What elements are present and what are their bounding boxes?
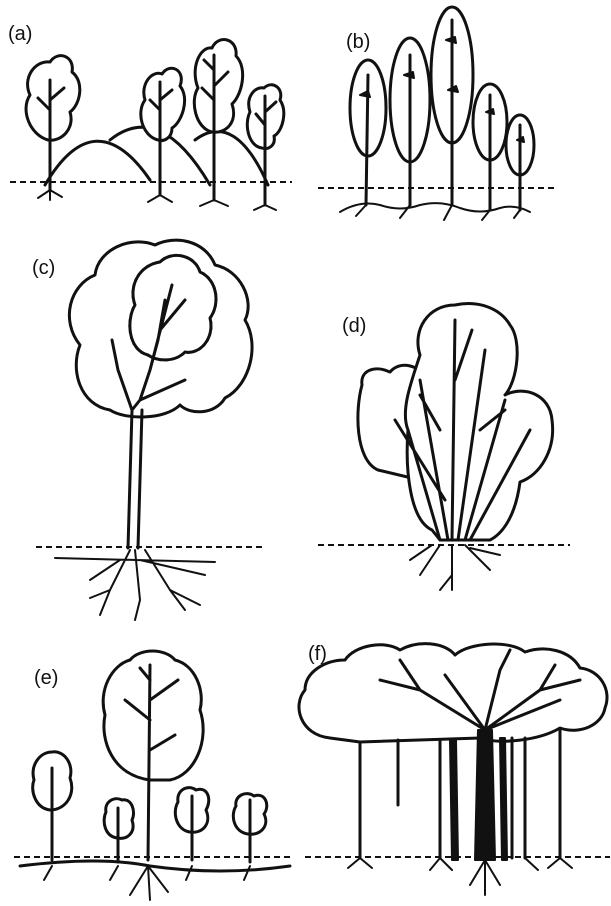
panel-a-tree-2-crown xyxy=(141,68,185,140)
panel-c-roots xyxy=(55,550,215,620)
panel-f-main-trunk xyxy=(475,730,495,860)
panel-a-arch-1 xyxy=(45,141,150,185)
panel-d-roots xyxy=(410,545,500,590)
panel-a-tree-4-roots xyxy=(254,205,276,210)
panel-f-label: (f) xyxy=(308,644,327,664)
panel-c-label: (c) xyxy=(32,258,55,278)
panel-c-trunk-right xyxy=(138,410,142,548)
panel-b-label: (b) xyxy=(346,32,370,52)
panel-f-aerial-roots xyxy=(360,730,560,858)
panel-b-rhizome xyxy=(340,203,530,212)
panel-a-tree-3-crown xyxy=(194,40,242,133)
panel-e-label: (e) xyxy=(34,668,58,688)
panel-f-canopy xyxy=(299,644,607,742)
panel-a-tree-2-roots xyxy=(148,195,172,202)
panel-a-tree-1-roots xyxy=(38,190,62,200)
panel-b-roots xyxy=(356,205,520,220)
panel-f-roots xyxy=(348,858,572,895)
panel-a-label: (a) xyxy=(8,24,32,44)
panel-a-tree-3-roots xyxy=(200,200,228,206)
panel-d-label: (d) xyxy=(342,316,366,336)
panel-f-drawing xyxy=(299,644,610,895)
panel-d-drawing xyxy=(318,304,570,590)
panel-e-big-tree-crown xyxy=(103,651,203,780)
panel-a-drawing xyxy=(10,40,292,210)
panel-c-drawing xyxy=(36,240,262,620)
